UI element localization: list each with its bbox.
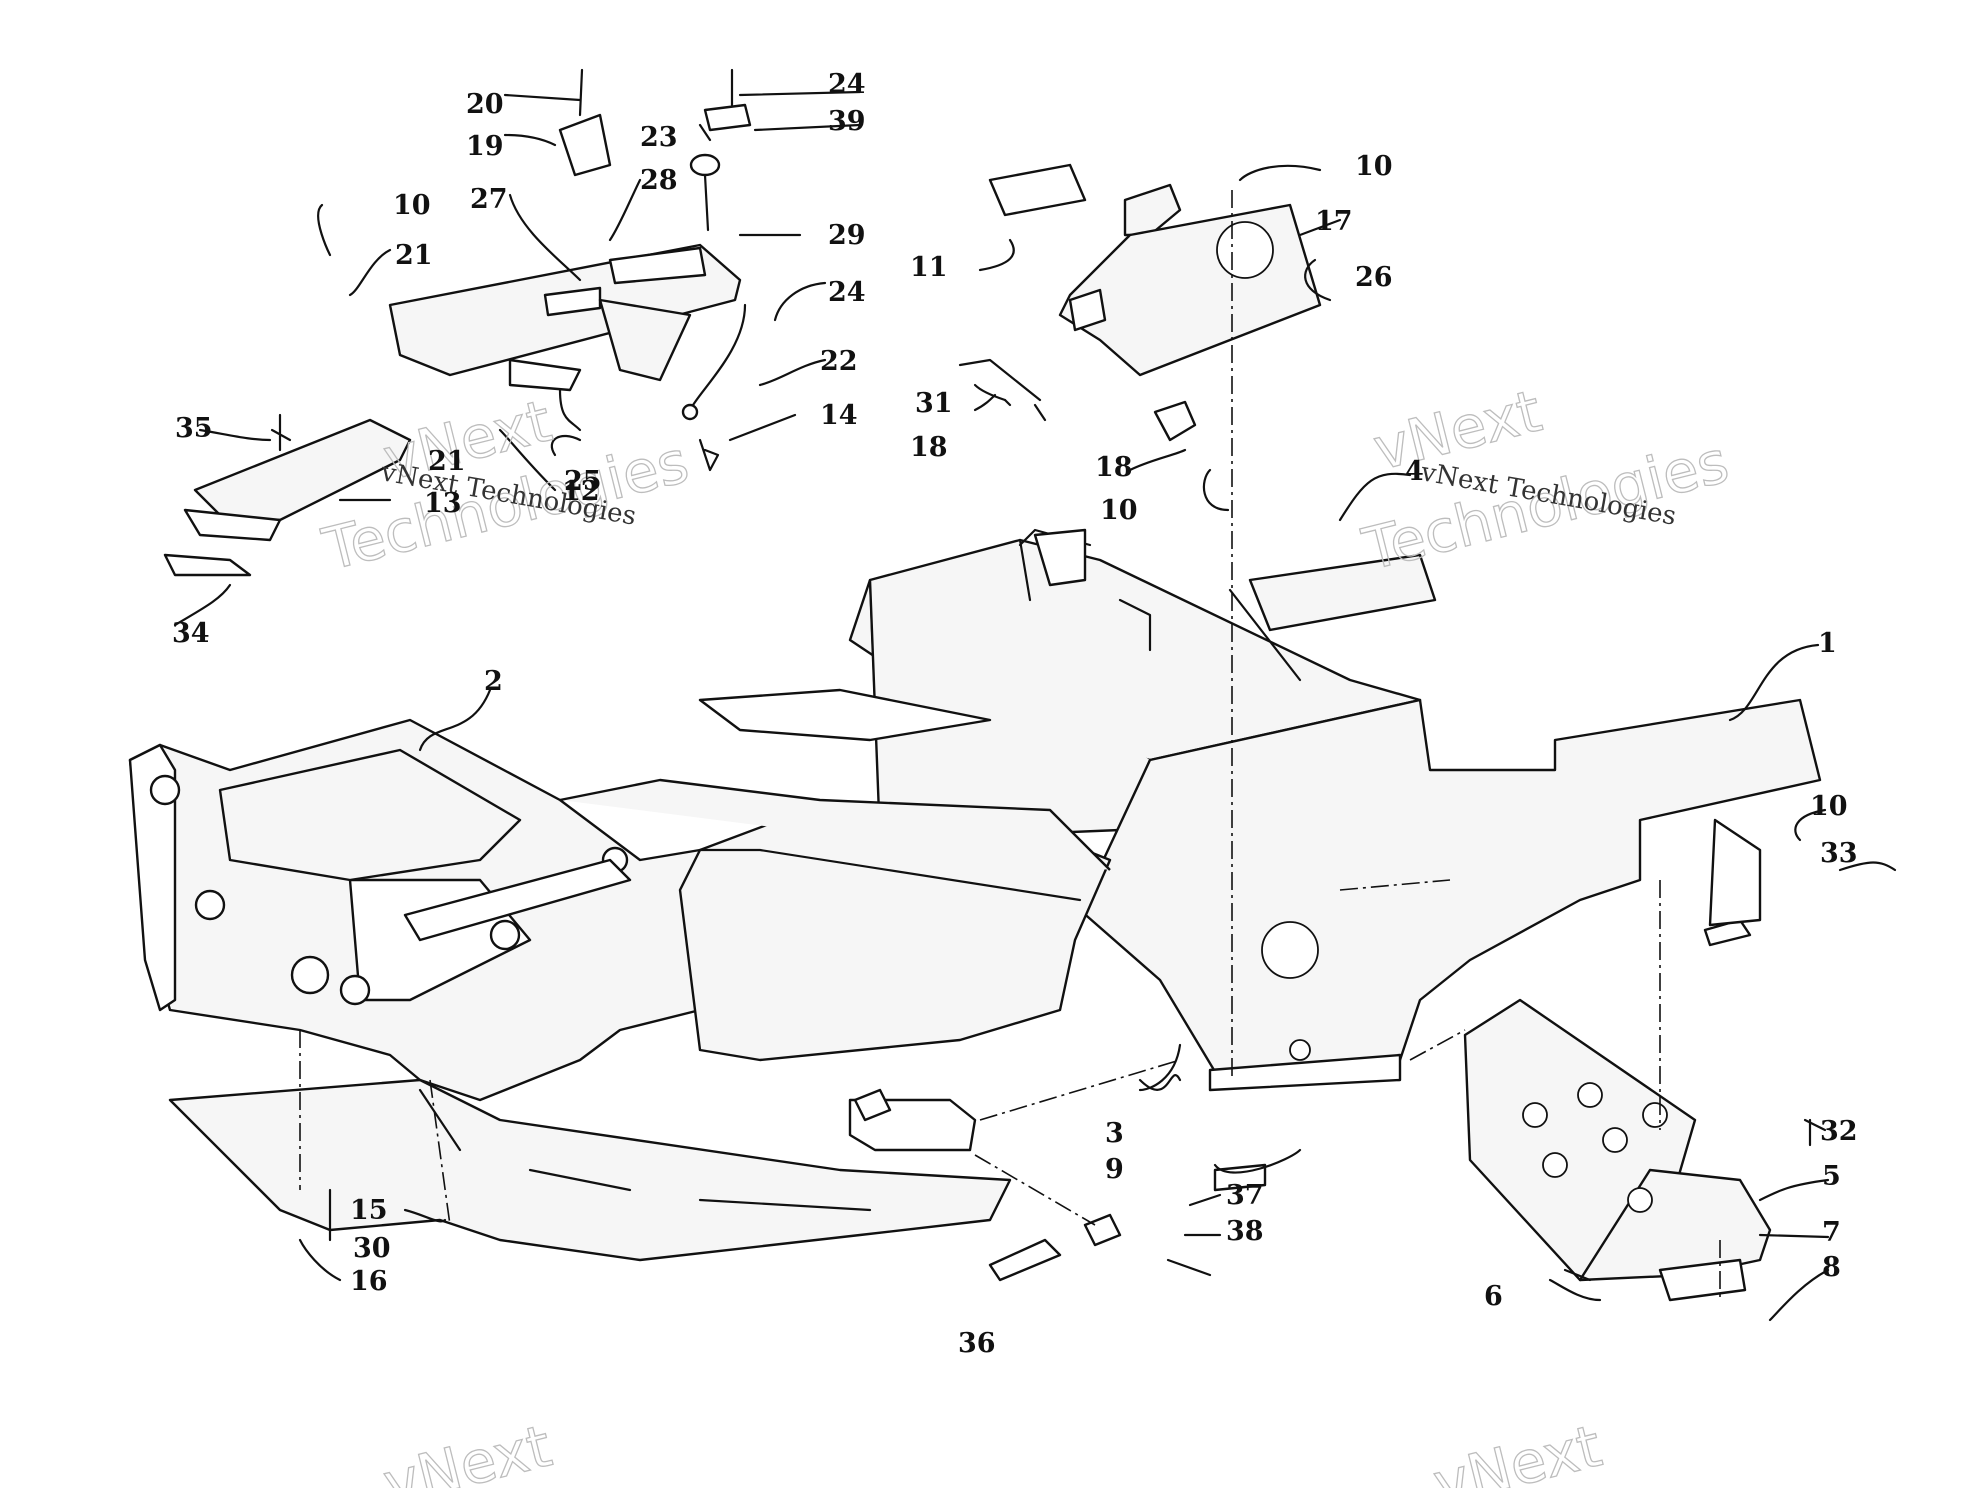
callout-10-console: 10	[393, 190, 431, 221]
watermark-bottom-edge-right: vNext	[1427, 1412, 1608, 1488]
skid-holes	[1522, 1082, 1668, 1213]
callout-7: 7	[1822, 1217, 1841, 1248]
callout-28: 28	[640, 165, 678, 196]
callout-33: 33	[1820, 838, 1858, 869]
callout-25: 25	[564, 466, 602, 497]
callout-11: 11	[910, 252, 948, 283]
callout-labels: 1 2 3 4 5 6 7 8 9 10 10 10 10 11 12 13 1…	[172, 69, 1858, 1359]
front-frame	[128, 688, 1112, 1262]
callout-27: 27	[470, 184, 508, 215]
callout-13: 13	[424, 488, 462, 519]
callout-9: 9	[1105, 1154, 1124, 1185]
callout-14: 14	[820, 400, 858, 431]
callout-12: 12	[562, 476, 600, 507]
steering-bracket	[958, 163, 1322, 442]
callout-18-left: 18	[910, 432, 948, 463]
callout-1: 1	[1818, 628, 1837, 659]
chassis-frame	[848, 528, 1822, 1092]
callout-39: 39	[828, 106, 866, 137]
callout-2: 2	[484, 666, 503, 697]
callout-3: 3	[1105, 1118, 1124, 1149]
watermark-bottom-edge-left: vNext	[377, 1412, 558, 1488]
callout-19: 19	[466, 131, 504, 162]
callout-6: 6	[1484, 1281, 1503, 1312]
callout-17: 17	[1315, 206, 1353, 237]
callout-23: 23	[640, 122, 678, 153]
callout-4: 4	[1405, 456, 1424, 487]
callout-21-lower: 21	[428, 446, 466, 477]
callout-10-right: 10	[1810, 791, 1848, 822]
callout-10-lower: 10	[1100, 495, 1138, 526]
console-assembly	[163, 68, 752, 577]
skid-plate	[1463, 818, 1772, 1302]
callout-24-top: 24	[828, 69, 866, 100]
callout-35: 35	[175, 413, 213, 444]
callout-36: 36	[958, 1328, 996, 1359]
callout-22: 22	[820, 346, 858, 377]
callout-37: 37	[1226, 1180, 1264, 1211]
callout-20: 20	[466, 89, 504, 120]
callout-10-steering: 10	[1355, 151, 1393, 182]
callout-31: 31	[915, 388, 953, 419]
callout-34: 34	[172, 618, 210, 649]
callout-24-mid: 24	[828, 277, 866, 308]
callout-29: 29	[828, 220, 866, 251]
center-lines	[299, 190, 1721, 1300]
callout-32: 32	[1820, 1116, 1858, 1147]
callout-16: 16	[350, 1266, 388, 1297]
callout-26: 26	[1355, 262, 1393, 293]
callout-18-right: 18	[1095, 452, 1133, 483]
callout-15: 15	[350, 1195, 388, 1226]
callout-21-upper: 21	[395, 240, 433, 271]
leader-lines	[173, 90, 1897, 1322]
callout-5: 5	[1822, 1161, 1841, 1192]
callout-38: 38	[1226, 1216, 1264, 1247]
callout-30: 30	[353, 1233, 391, 1264]
callout-8: 8	[1822, 1252, 1841, 1283]
